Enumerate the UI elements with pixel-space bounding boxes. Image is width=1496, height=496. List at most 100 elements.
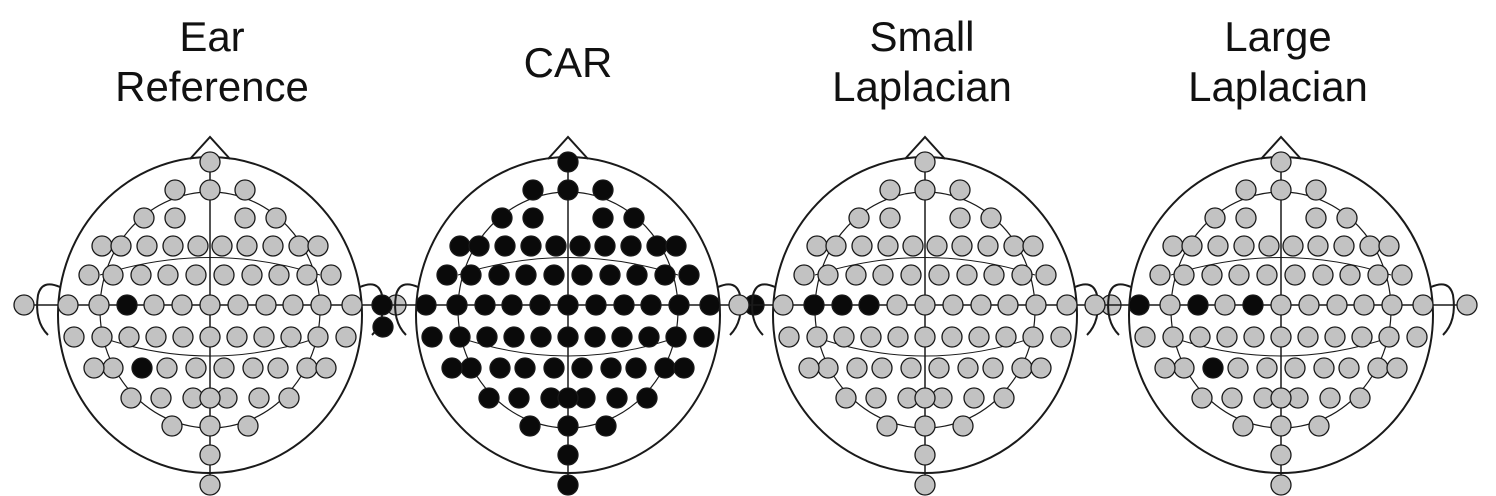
electrode-active xyxy=(636,387,658,409)
electrode xyxy=(1011,357,1033,379)
frontal-arc xyxy=(814,257,1036,276)
electrode xyxy=(949,179,971,201)
electrode-active xyxy=(654,264,676,286)
head-diagram-car xyxy=(371,135,765,496)
electrode xyxy=(1162,326,1184,348)
electrode xyxy=(241,264,263,286)
electrode xyxy=(91,326,113,348)
electrode-active xyxy=(678,264,700,286)
electrode xyxy=(1336,207,1358,229)
electrode xyxy=(1256,357,1278,379)
electrode xyxy=(995,326,1017,348)
electrode-active xyxy=(460,357,482,379)
electrode-active xyxy=(488,264,510,286)
panel-title-ear-reference: Ear Reference xyxy=(115,13,309,110)
electrode-active xyxy=(436,264,458,286)
left-ear xyxy=(1107,283,1132,336)
electrode-active xyxy=(522,179,544,201)
electrode-active xyxy=(557,444,579,466)
electrode xyxy=(185,264,207,286)
electrode-active xyxy=(557,294,579,316)
electrode-active xyxy=(131,357,153,379)
electrode xyxy=(879,207,901,229)
electrode xyxy=(1221,387,1243,409)
electrode-active xyxy=(515,264,537,286)
electrode-active xyxy=(571,357,593,379)
electrode xyxy=(1159,294,1181,316)
electrode xyxy=(997,294,1019,316)
electrode xyxy=(1381,294,1403,316)
electrode xyxy=(1359,235,1381,257)
electrode-active xyxy=(613,294,635,316)
electrode xyxy=(237,415,259,437)
electrode-active xyxy=(371,294,393,316)
frontal-arc xyxy=(99,257,321,276)
electrode xyxy=(963,387,985,409)
electrode xyxy=(1412,294,1434,316)
nose xyxy=(904,135,946,160)
electrode xyxy=(914,151,936,173)
electrode xyxy=(1216,326,1238,348)
electrode xyxy=(1030,357,1052,379)
electrode xyxy=(1207,235,1229,257)
electrode-active xyxy=(557,179,579,201)
electrode xyxy=(288,235,310,257)
electrode-active xyxy=(1202,357,1224,379)
electrode-active xyxy=(421,326,443,348)
electrode-active xyxy=(519,415,541,437)
electrode xyxy=(296,357,318,379)
electrode xyxy=(1333,235,1355,257)
electrode xyxy=(871,357,893,379)
electrode xyxy=(63,326,85,348)
electrode xyxy=(865,387,887,409)
electrode xyxy=(970,294,992,316)
electrode xyxy=(199,444,221,466)
electrode xyxy=(1227,357,1249,379)
electrode xyxy=(143,294,165,316)
electrode xyxy=(928,264,950,286)
electrode xyxy=(335,326,357,348)
electrode-active xyxy=(646,235,668,257)
electrode xyxy=(1173,264,1195,286)
electrode xyxy=(83,357,105,379)
electrode xyxy=(57,294,79,316)
electrode xyxy=(1270,179,1292,201)
electrode xyxy=(172,326,194,348)
electrode-active xyxy=(699,294,721,316)
electrode xyxy=(1173,357,1195,379)
electrode xyxy=(1312,264,1334,286)
electrode xyxy=(1270,387,1292,409)
electrode xyxy=(320,264,342,286)
electrode xyxy=(1154,357,1176,379)
electrode xyxy=(248,387,270,409)
electrode xyxy=(133,207,155,229)
electrode xyxy=(806,235,828,257)
electrode xyxy=(942,294,964,316)
electrode xyxy=(157,264,179,286)
electrode xyxy=(1191,387,1213,409)
electrode xyxy=(1313,357,1335,379)
electrode xyxy=(227,294,249,316)
electrode xyxy=(851,235,873,257)
electrode xyxy=(13,294,35,316)
electrode xyxy=(977,235,999,257)
electrode xyxy=(1349,387,1371,409)
electrode xyxy=(817,264,839,286)
electrode xyxy=(1270,326,1292,348)
electrode xyxy=(211,235,233,257)
right-ear xyxy=(1430,283,1455,336)
electrode-active xyxy=(514,357,536,379)
electrode xyxy=(1256,264,1278,286)
electrode xyxy=(156,357,178,379)
electrode-active xyxy=(460,264,482,286)
electrode xyxy=(1134,326,1156,348)
electrode-active xyxy=(415,294,437,316)
electrode-active xyxy=(611,326,633,348)
electrode-active xyxy=(569,235,591,257)
electrode-active xyxy=(557,474,579,496)
electrode-active xyxy=(503,326,525,348)
electrode-active xyxy=(599,264,621,286)
electrode xyxy=(1282,235,1304,257)
electrode-active xyxy=(520,235,542,257)
electrode xyxy=(914,474,936,496)
